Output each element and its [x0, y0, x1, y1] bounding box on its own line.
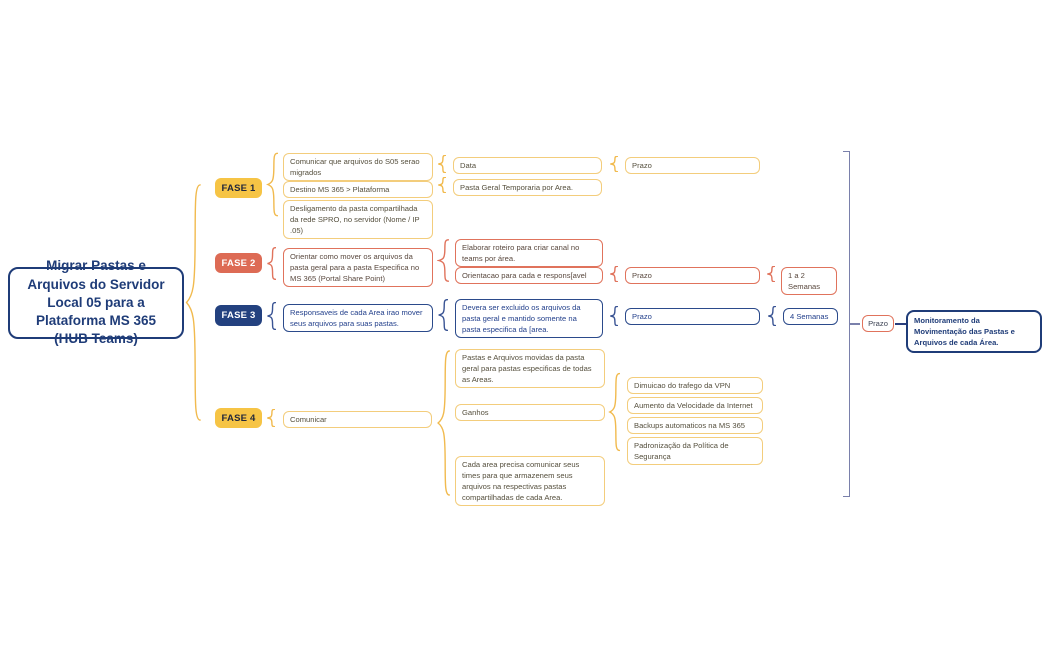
node-comunicar[interactable]: Comunicar: [283, 411, 432, 428]
node-fase-4[interactable]: FASE 4: [215, 408, 262, 428]
node-prazo-fase2[interactable]: Prazo: [625, 267, 760, 284]
node-ganho-vpn[interactable]: Dimuicao do trafego da VPN: [627, 377, 763, 394]
brace-responsaveis-devera: [437, 299, 448, 331]
brace-fase3-children: [266, 302, 276, 330]
brace-fase2-children: [266, 247, 276, 280]
brace-fase1-children: [266, 152, 278, 217]
brace-fase4-children: [266, 409, 275, 427]
node-fase-3[interactable]: FASE 3: [215, 305, 262, 326]
node-data[interactable]: Data: [453, 157, 602, 174]
node-orientar-mover-arquivos[interactable]: Orientar como mover os arquivos da pasta…: [283, 248, 433, 287]
node-1-a-2-semanas[interactable]: 1 a 2 Semanas: [781, 267, 837, 295]
brace-destino-pasta: [437, 177, 446, 193]
brace-devera-prazo: [609, 306, 618, 326]
brace-root-phases: [184, 180, 201, 425]
brace-orientar-children: [437, 239, 449, 282]
summary-bracket: [843, 151, 850, 497]
node-responsaveis-mover[interactable]: Responsaveis de cada Area irao mover seu…: [283, 304, 433, 332]
node-elaborar-roteiro[interactable]: Elaborar roteiro para criar canal no tea…: [455, 239, 603, 267]
node-comunicar-arquivos-s05[interactable]: Comunicar que arquivos do S05 serao migr…: [283, 153, 433, 181]
node-orientacao-responsavel[interactable]: Orientacao para cada e respons[avel: [455, 267, 603, 284]
node-fase-1[interactable]: FASE 1: [215, 178, 262, 198]
node-prazo-fase3[interactable]: Prazo: [625, 308, 760, 325]
node-prazo-summary[interactable]: Prazo: [862, 315, 894, 332]
brace-comunicar-data: [437, 155, 446, 173]
node-pastas-movidas[interactable]: Pastas e Arquivos movidas da pasta geral…: [455, 349, 605, 388]
node-destino-ms365[interactable]: Destino MS 365 > Plataforma: [283, 181, 433, 198]
node-pasta-geral-temporaria[interactable]: Pasta Geral Temporaria por Area.: [453, 179, 602, 196]
node-devera-ser-excluido[interactable]: Devera ser excluido os arquivos da pasta…: [455, 299, 603, 338]
node-ganhos[interactable]: Ganhos: [455, 404, 605, 421]
node-ganho-internet[interactable]: Aumento da Velocidade da Internet: [627, 397, 763, 414]
node-ganho-backups[interactable]: Backups automaticos na MS 365: [627, 417, 763, 434]
node-fase-2[interactable]: FASE 2: [215, 253, 262, 273]
node-desligamento-pasta[interactable]: Desligamento da pasta compartilhada da r…: [283, 200, 433, 239]
brace-ganhos-children: [608, 372, 620, 452]
node-ganho-politica[interactable]: Padronização da Política de Segurança: [627, 437, 763, 465]
bracket-connector-line: [850, 323, 860, 325]
brace-orientacao-prazo: [609, 266, 618, 282]
node-4-semanas[interactable]: 4 Semanas: [783, 308, 838, 325]
node-prazo-fase1[interactable]: Prazo: [625, 157, 760, 174]
brace-data-prazo: [609, 156, 618, 172]
root-node[interactable]: Migrar Pastas e Arquivos do Servidor Loc…: [8, 258, 184, 346]
prazo-monitor-line: [895, 323, 906, 325]
brace-comunicar-children: [436, 348, 450, 498]
node-cada-area-comunicar[interactable]: Cada area precisa comunicar seus times p…: [455, 456, 605, 506]
node-monitoramento[interactable]: Monitoramento da Movimentação das Pastas…: [906, 310, 1042, 353]
brace-prazo-semanas4: [767, 306, 776, 326]
brace-prazo-semanas12: [766, 266, 775, 282]
